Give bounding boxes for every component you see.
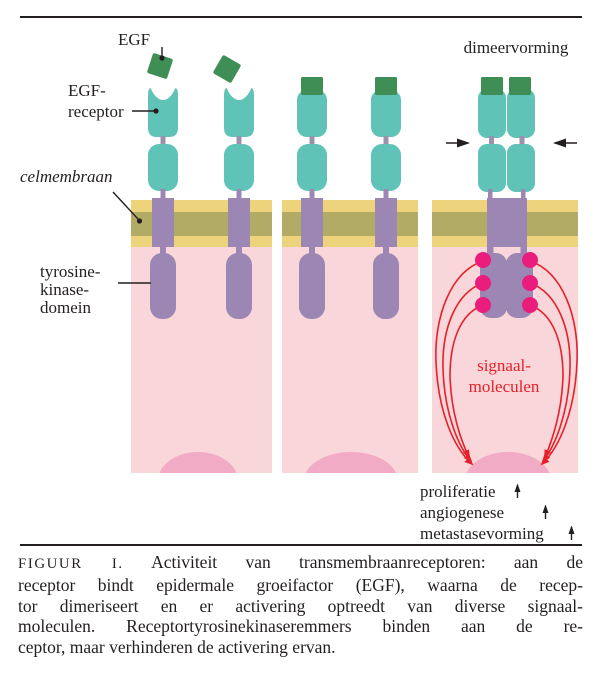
figure-caption: FIGUUR I. Activiteit van transmembraanre… — [18, 552, 583, 658]
outcome-angiogenese-label: angiogenese — [420, 503, 504, 522]
dimeervorming-label: dimeervorming — [464, 38, 569, 57]
egf-pointer-dot — [159, 55, 165, 61]
egf-bound-dimer-left — [481, 77, 503, 95]
receptor-2-unbound — [224, 88, 254, 319]
top-rule — [20, 16, 582, 18]
celmembraan-pointer-dot — [136, 218, 143, 224]
outcome-metastasevorming-label: metastasevorming — [420, 524, 544, 543]
receptor-dimer — [478, 77, 535, 318]
nucleus-3 — [466, 452, 550, 473]
caption-figure-label: FIGUUR I. — [18, 556, 124, 572]
tyrosine-kinase-label-line3: domein — [40, 298, 91, 317]
receptor-4-bound — [371, 77, 401, 319]
egf-receptor-pointer-dot — [153, 108, 159, 114]
tyrosine-kinase-label-line2: kinase- — [40, 280, 89, 299]
celmembraan-label: celmembraan — [20, 167, 113, 186]
caption-line-1-text: Activiteit van transmembraanreceptoren: … — [151, 552, 583, 572]
caption-line-5: ceptor, maar verhinderen de activering e… — [18, 637, 336, 658]
signal-arrows — [435, 260, 578, 466]
egf-ligand-1-icon — [147, 53, 173, 79]
caption-line-2: receptor bindt epidermale groeifactor (E… — [18, 574, 583, 595]
caption-line-3: tor dimeriseert en er activering optreed… — [18, 595, 583, 616]
receptor-3-bound — [297, 77, 327, 319]
caption-line-1: FIGUUR I. Activiteit van transmembraanre… — [18, 552, 583, 575]
signal-molecules-label-line2: moleculen — [469, 377, 540, 396]
bottom-rule — [20, 544, 582, 546]
egf-label: EGF — [118, 30, 150, 49]
caption-line-4: moleculen. Receptortyrosinekinaseremmers… — [18, 616, 583, 637]
outcome-proliferatie-label: proliferatie — [420, 482, 496, 501]
nucleus-2 — [305, 452, 397, 473]
egf-receptor-label-line1: EGF- — [68, 81, 106, 100]
egf-ligand-2-icon — [213, 55, 241, 83]
egf-bound-dimer-right — [509, 77, 531, 95]
signal-molecules-label-line1: signaal- — [477, 356, 531, 375]
receptor-diagram: EGF EGF- receptor celmembraan tyrosine- … — [20, 30, 578, 543]
signal-molecules — [475, 252, 538, 313]
nucleus-1 — [159, 452, 237, 473]
receptor-1-unbound — [148, 88, 178, 319]
celmembraan-pointer-line — [112, 191, 139, 220]
egf-receptor-label-line2: receptor — [68, 102, 124, 121]
tyrosine-kinase-label-line1: tyrosine- — [40, 262, 101, 281]
